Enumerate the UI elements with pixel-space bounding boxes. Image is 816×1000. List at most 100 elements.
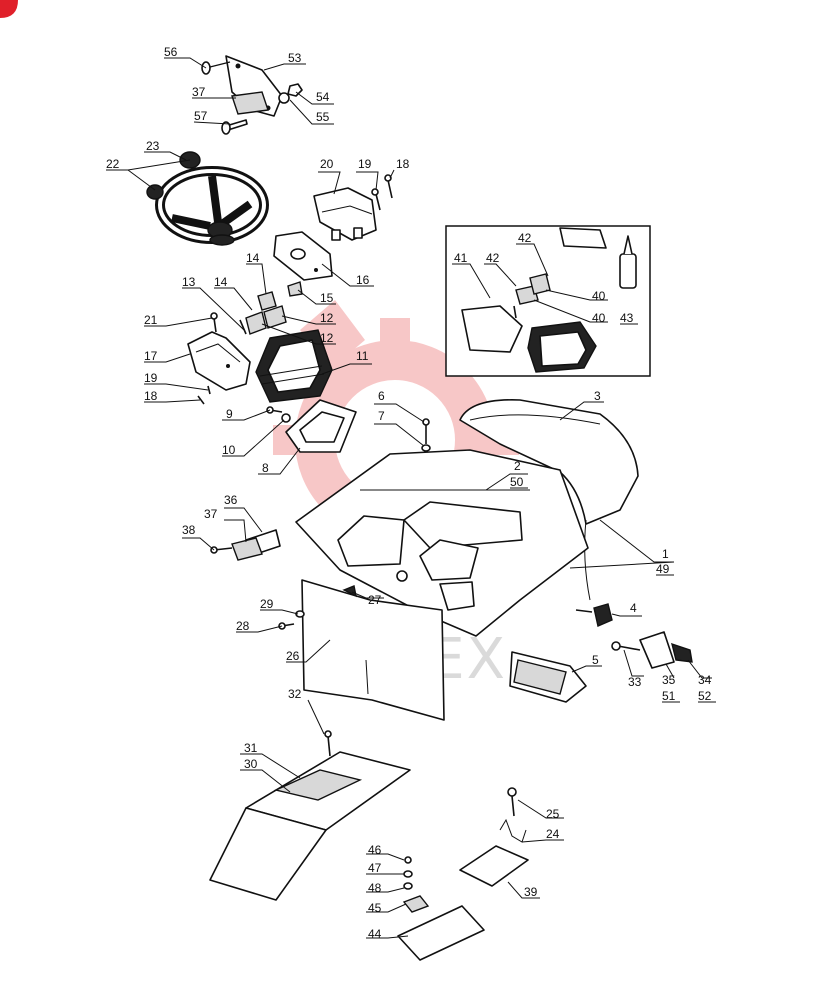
washer-47 — [403, 870, 413, 878]
screw-28 — [278, 622, 295, 630]
label-13: 13 — [182, 275, 196, 289]
label-21: 21 — [144, 313, 158, 327]
label-5: 5 — [592, 653, 599, 667]
screw-6 — [422, 418, 430, 444]
label-40a: 40 — [592, 289, 606, 303]
label-28: 28 — [236, 619, 250, 633]
label-38: 38 — [182, 523, 196, 537]
label-56: 56 — [164, 45, 178, 59]
label-16: 16 — [356, 273, 370, 287]
screw-27 — [342, 585, 357, 598]
clamp-37-mid — [231, 537, 263, 561]
label-24: 24 — [546, 827, 560, 841]
label-22: 22 — [106, 157, 120, 171]
clip-15 — [287, 281, 303, 297]
label-27: 27 — [368, 593, 382, 607]
nut-54 — [287, 83, 303, 97]
screw-18-left — [197, 395, 205, 405]
label-18-left: 18 — [144, 389, 158, 403]
label-39: 39 — [524, 885, 538, 899]
label-35: 35 — [662, 673, 676, 687]
screw-32 — [324, 730, 332, 757]
screw-46 — [404, 856, 412, 864]
label-33: 33 — [628, 675, 642, 689]
label-52: 52 — [698, 689, 712, 703]
label-37-mid: 37 — [204, 507, 218, 521]
bolt-56 — [201, 61, 231, 75]
label-19-top: 19 — [358, 157, 372, 171]
plate-39 — [459, 845, 529, 887]
label-8: 8 — [262, 461, 269, 475]
bolt-25 — [507, 787, 517, 817]
label-10: 10 — [222, 443, 236, 457]
label-57: 57 — [194, 109, 208, 123]
hood-3 — [459, 399, 639, 601]
callout-labels: 56 53 37 54 57 55 23 22 20 19 18 16 15 1… — [106, 45, 712, 941]
label-23: 23 — [146, 139, 160, 153]
label-42a: 42 — [518, 231, 532, 245]
wire-24 — [499, 818, 527, 843]
screw-18-top — [384, 174, 393, 199]
label-14a: 14 — [246, 251, 260, 265]
label-2: 2 — [514, 459, 521, 473]
pad-45 — [402, 895, 430, 913]
bolt-33 — [611, 641, 641, 651]
label-25: 25 — [546, 807, 560, 821]
label-45: 45 — [368, 901, 382, 915]
label-54: 54 — [316, 90, 330, 104]
bracket-4 — [593, 603, 613, 627]
knob-22 — [146, 184, 164, 200]
housing-17 — [187, 331, 251, 391]
label-26: 26 — [286, 649, 300, 663]
label-50: 50 — [510, 475, 524, 489]
label-12a: 12 — [320, 311, 334, 325]
label-31: 31 — [244, 741, 258, 755]
label-11: 11 — [356, 349, 369, 363]
label-18-top: 18 — [396, 157, 410, 171]
label-48: 48 — [368, 881, 382, 895]
label-43: 43 — [620, 311, 634, 325]
switch-14a — [257, 291, 277, 311]
washer-55 — [278, 92, 290, 104]
switch-12a — [263, 305, 287, 329]
bracket-16 — [273, 231, 333, 281]
label-underlines — [164, 57, 716, 703]
label-53: 53 — [288, 51, 302, 65]
steering-wheel — [155, 166, 269, 246]
label-30: 30 — [244, 757, 258, 771]
screw-21 — [210, 312, 218, 333]
label-7: 7 — [378, 409, 385, 423]
washer-7 — [421, 444, 431, 452]
label-55: 55 — [316, 110, 330, 124]
plate-44 — [397, 905, 485, 961]
label-41: 41 — [454, 251, 468, 265]
label-44: 44 — [368, 927, 382, 941]
screw-4 — [575, 609, 593, 613]
label-3: 3 — [594, 389, 601, 403]
label-14b: 14 — [214, 275, 228, 289]
bezel-8 — [285, 399, 357, 453]
bolt-57 — [221, 119, 248, 135]
screw-13 — [239, 319, 247, 335]
label-1: 1 — [662, 547, 669, 561]
label-47: 47 — [368, 861, 382, 875]
label-37: 37 — [192, 85, 206, 99]
floor-cover-31 — [209, 751, 411, 901]
plate-35 — [639, 631, 675, 669]
label-49: 49 — [656, 562, 670, 576]
label-32: 32 — [288, 687, 302, 701]
label-29: 29 — [260, 597, 274, 611]
label-20: 20 — [320, 157, 334, 171]
screw-19-top — [371, 188, 381, 211]
label-17: 17 — [144, 349, 158, 363]
label-15: 15 — [320, 291, 334, 305]
pocket-5 — [509, 651, 587, 703]
screw-19-left — [207, 385, 211, 395]
label-36: 36 — [224, 493, 238, 507]
label-51: 51 — [662, 689, 676, 703]
washer-48 — [403, 882, 413, 890]
instrument-cluster-11 — [255, 329, 333, 403]
corner-badge-icon — [0, 0, 18, 18]
screw-38 — [210, 546, 233, 554]
